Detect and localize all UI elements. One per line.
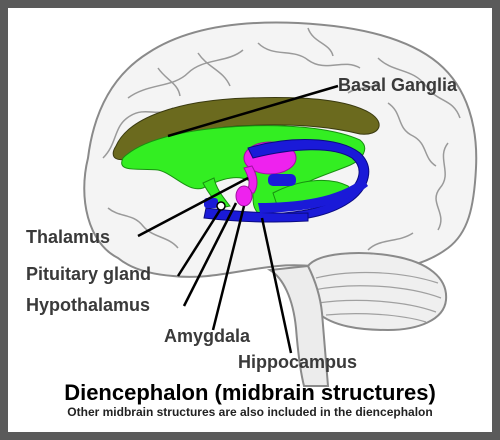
label-amygdala: Amygdala bbox=[164, 327, 250, 345]
caption-title: Diencephalon (midbrain structures) bbox=[8, 382, 492, 404]
cerebellum-outline bbox=[304, 253, 446, 330]
caption-subtitle: Other midbrain structures are also inclu… bbox=[8, 406, 492, 418]
label-hypothalamus: Hypothalamus bbox=[26, 296, 150, 314]
blue-block-right bbox=[268, 174, 296, 186]
label-pituitary-gland: Pituitary gland bbox=[26, 265, 151, 283]
pituitary-marker bbox=[217, 202, 225, 210]
amygdala-bulb bbox=[236, 186, 252, 206]
label-thalamus: Thalamus bbox=[26, 228, 110, 246]
label-basal-ganglia: Basal Ganglia bbox=[338, 76, 457, 94]
label-hippocampus: Hippocampus bbox=[238, 353, 357, 371]
diagram-frame: Basal Ganglia Thalamus Pituitary gland H… bbox=[8, 8, 492, 432]
